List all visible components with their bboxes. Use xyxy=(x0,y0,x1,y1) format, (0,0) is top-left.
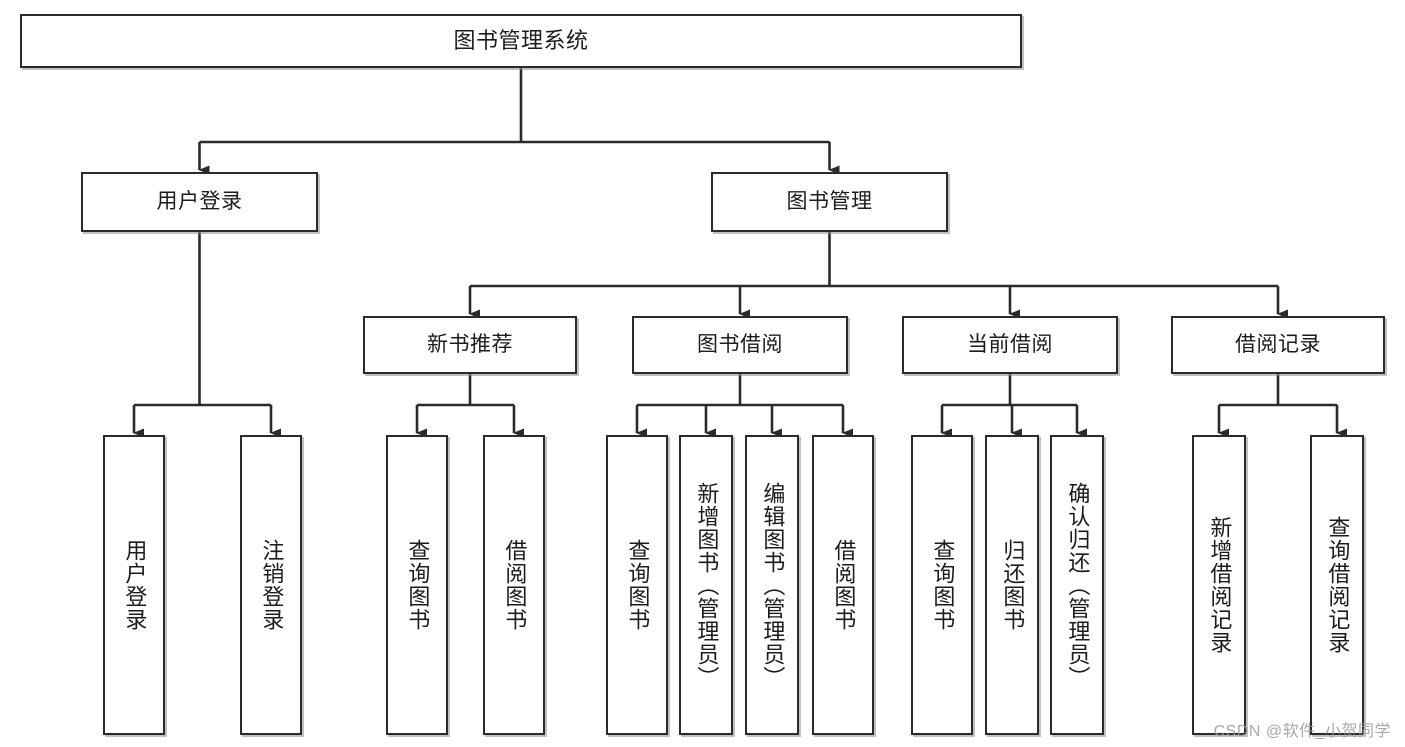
node-leaf-borrow-2[interactable]: 借阅图书 xyxy=(812,435,874,735)
node-borrow-record[interactable]: 借阅记录 xyxy=(1171,316,1385,374)
node-leaf-borrow-1[interactable]: 借阅图书 xyxy=(483,435,545,735)
node-label: 图书管理 xyxy=(786,189,873,213)
node-label: 借阅图书 xyxy=(831,539,857,631)
node-label: 新书推荐 xyxy=(427,332,513,356)
node-label: 归还图书 xyxy=(1000,539,1026,631)
node-label: 查询图书 xyxy=(405,539,431,631)
node-leaf-q-book-2[interactable]: 查询图书 xyxy=(606,435,668,735)
node-leaf-q-book-3[interactable]: 查询图书 xyxy=(911,435,973,735)
node-label: 查询借阅记录 xyxy=(1325,516,1351,654)
node-book-manage[interactable]: 图书管理 xyxy=(711,172,948,232)
node-label: 编辑图书（管理员） xyxy=(760,481,786,689)
node-label: 当前借阅 xyxy=(967,332,1053,356)
node-book-borrow[interactable]: 图书借阅 xyxy=(632,316,848,374)
node-label: 借阅图书 xyxy=(502,539,528,631)
node-label: 新增借阅记录 xyxy=(1207,516,1233,654)
node-new-book-rec[interactable]: 新书推荐 xyxy=(363,316,577,374)
node-current-borrow[interactable]: 当前借阅 xyxy=(902,316,1118,374)
node-label: 用户登录 xyxy=(156,189,243,213)
node-label: 新增图书（管理员） xyxy=(694,481,720,689)
node-leaf-edit-book[interactable]: 编辑图书（管理员） xyxy=(745,435,799,735)
node-leaf-return[interactable]: 归还图书 xyxy=(985,435,1039,735)
node-leaf-q-book-1[interactable]: 查询图书 xyxy=(386,435,448,735)
node-label: 查询图书 xyxy=(625,539,651,631)
node-leaf-confirm[interactable]: 确认归还（管理员） xyxy=(1050,435,1104,735)
node-label: 用户登录 xyxy=(122,539,148,631)
node-leaf-user-login[interactable]: 用户登录 xyxy=(103,435,165,735)
node-leaf-q-rec[interactable]: 查询借阅记录 xyxy=(1310,435,1364,735)
node-label: 借阅记录 xyxy=(1235,332,1321,356)
node-label: 注销登录 xyxy=(259,539,285,631)
node-label: 确认归还（管理员） xyxy=(1065,481,1091,689)
node-label: 图书借阅 xyxy=(697,332,783,356)
node-leaf-add-rec[interactable]: 新增借阅记录 xyxy=(1192,435,1246,735)
node-leaf-logout[interactable]: 注销登录 xyxy=(240,435,302,735)
node-leaf-add-book[interactable]: 新增图书（管理员） xyxy=(679,435,733,735)
node-user-login[interactable]: 用户登录 xyxy=(81,172,318,232)
node-label: 图书管理系统 xyxy=(453,28,589,54)
node-root[interactable]: 图书管理系统 xyxy=(20,14,1022,68)
csdn-watermark: CSDN @软件_小贺同学 xyxy=(1213,723,1391,740)
node-label: 查询图书 xyxy=(930,539,956,631)
